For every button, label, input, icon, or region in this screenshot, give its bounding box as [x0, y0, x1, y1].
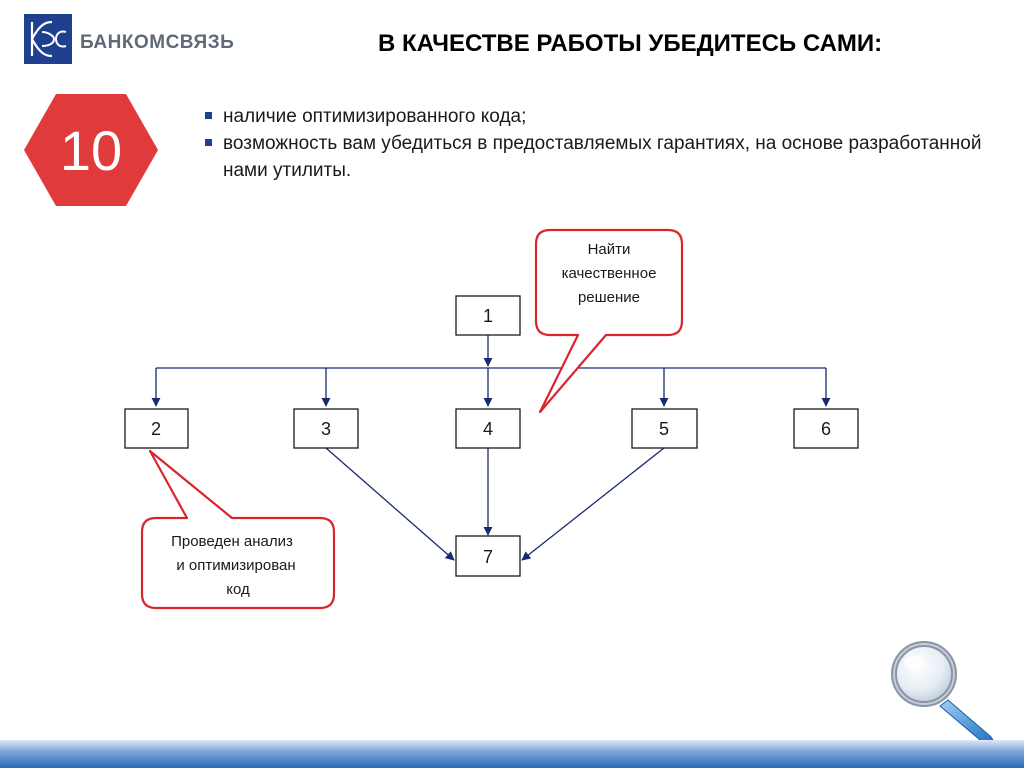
slide-number: 10	[59, 118, 123, 182]
bullet-list: наличие оптимизированного кода; возможно…	[205, 103, 995, 184]
svg-text:5: 5	[659, 419, 669, 439]
bullet-item: возможность вам убедиться в предоставляе…	[205, 130, 995, 184]
svg-text:3: 3	[321, 419, 331, 439]
page-title: В КАЧЕСТВЕ РАБОТЫ УБЕДИТЕСЬ САМИ:	[378, 30, 883, 57]
callout-top-line-1: Найти	[588, 241, 631, 258]
bullet-item: наличие оптимизированного кода;	[205, 103, 995, 130]
bullet-text: наличие оптимизированного кода;	[223, 106, 527, 127]
callout-top-line-2: качественное	[562, 265, 657, 282]
node-7: 7	[455, 535, 521, 577]
hexagon-badge	[24, 94, 158, 206]
node-3: 3	[293, 408, 359, 449]
svg-text:7: 7	[483, 547, 493, 567]
magnifier-icon	[891, 641, 994, 745]
footer-bar	[0, 740, 1024, 768]
edges	[151, 335, 831, 561]
edge-5-7	[521, 447, 665, 561]
callout-bottom-line-2: и оптимизирован	[176, 557, 295, 574]
callout-top: Найти качественное решение	[534, 228, 684, 414]
square-bullet-icon	[205, 112, 212, 119]
node-1: 1	[455, 295, 521, 336]
node-5: 5	[631, 408, 698, 449]
svg-text:4: 4	[483, 419, 493, 439]
callout-bottom: Проведен анализ и оптимизирован код	[140, 449, 336, 610]
logo-text: БАНКОМСВЯЗЬ	[80, 32, 235, 53]
node-2: 2	[124, 408, 189, 449]
svg-text:2: 2	[151, 419, 161, 439]
logo-mark-icon	[24, 14, 72, 64]
logo: БАНКОМСВЯЗЬ	[24, 14, 234, 64]
node-6: 6	[793, 408, 859, 449]
callout-bottom-line-1: Проведен анализ	[171, 533, 293, 550]
callout-top-line-3: решение	[578, 289, 640, 306]
bullet-text: возможность вам убедиться в предоставляе…	[223, 133, 982, 181]
square-bullet-icon	[205, 139, 212, 146]
edge-3-7	[325, 447, 455, 561]
node-4: 4	[455, 408, 521, 449]
svg-text:1: 1	[483, 306, 493, 326]
callout-bottom-line-3: код	[226, 581, 250, 598]
svg-text:6: 6	[821, 419, 831, 439]
